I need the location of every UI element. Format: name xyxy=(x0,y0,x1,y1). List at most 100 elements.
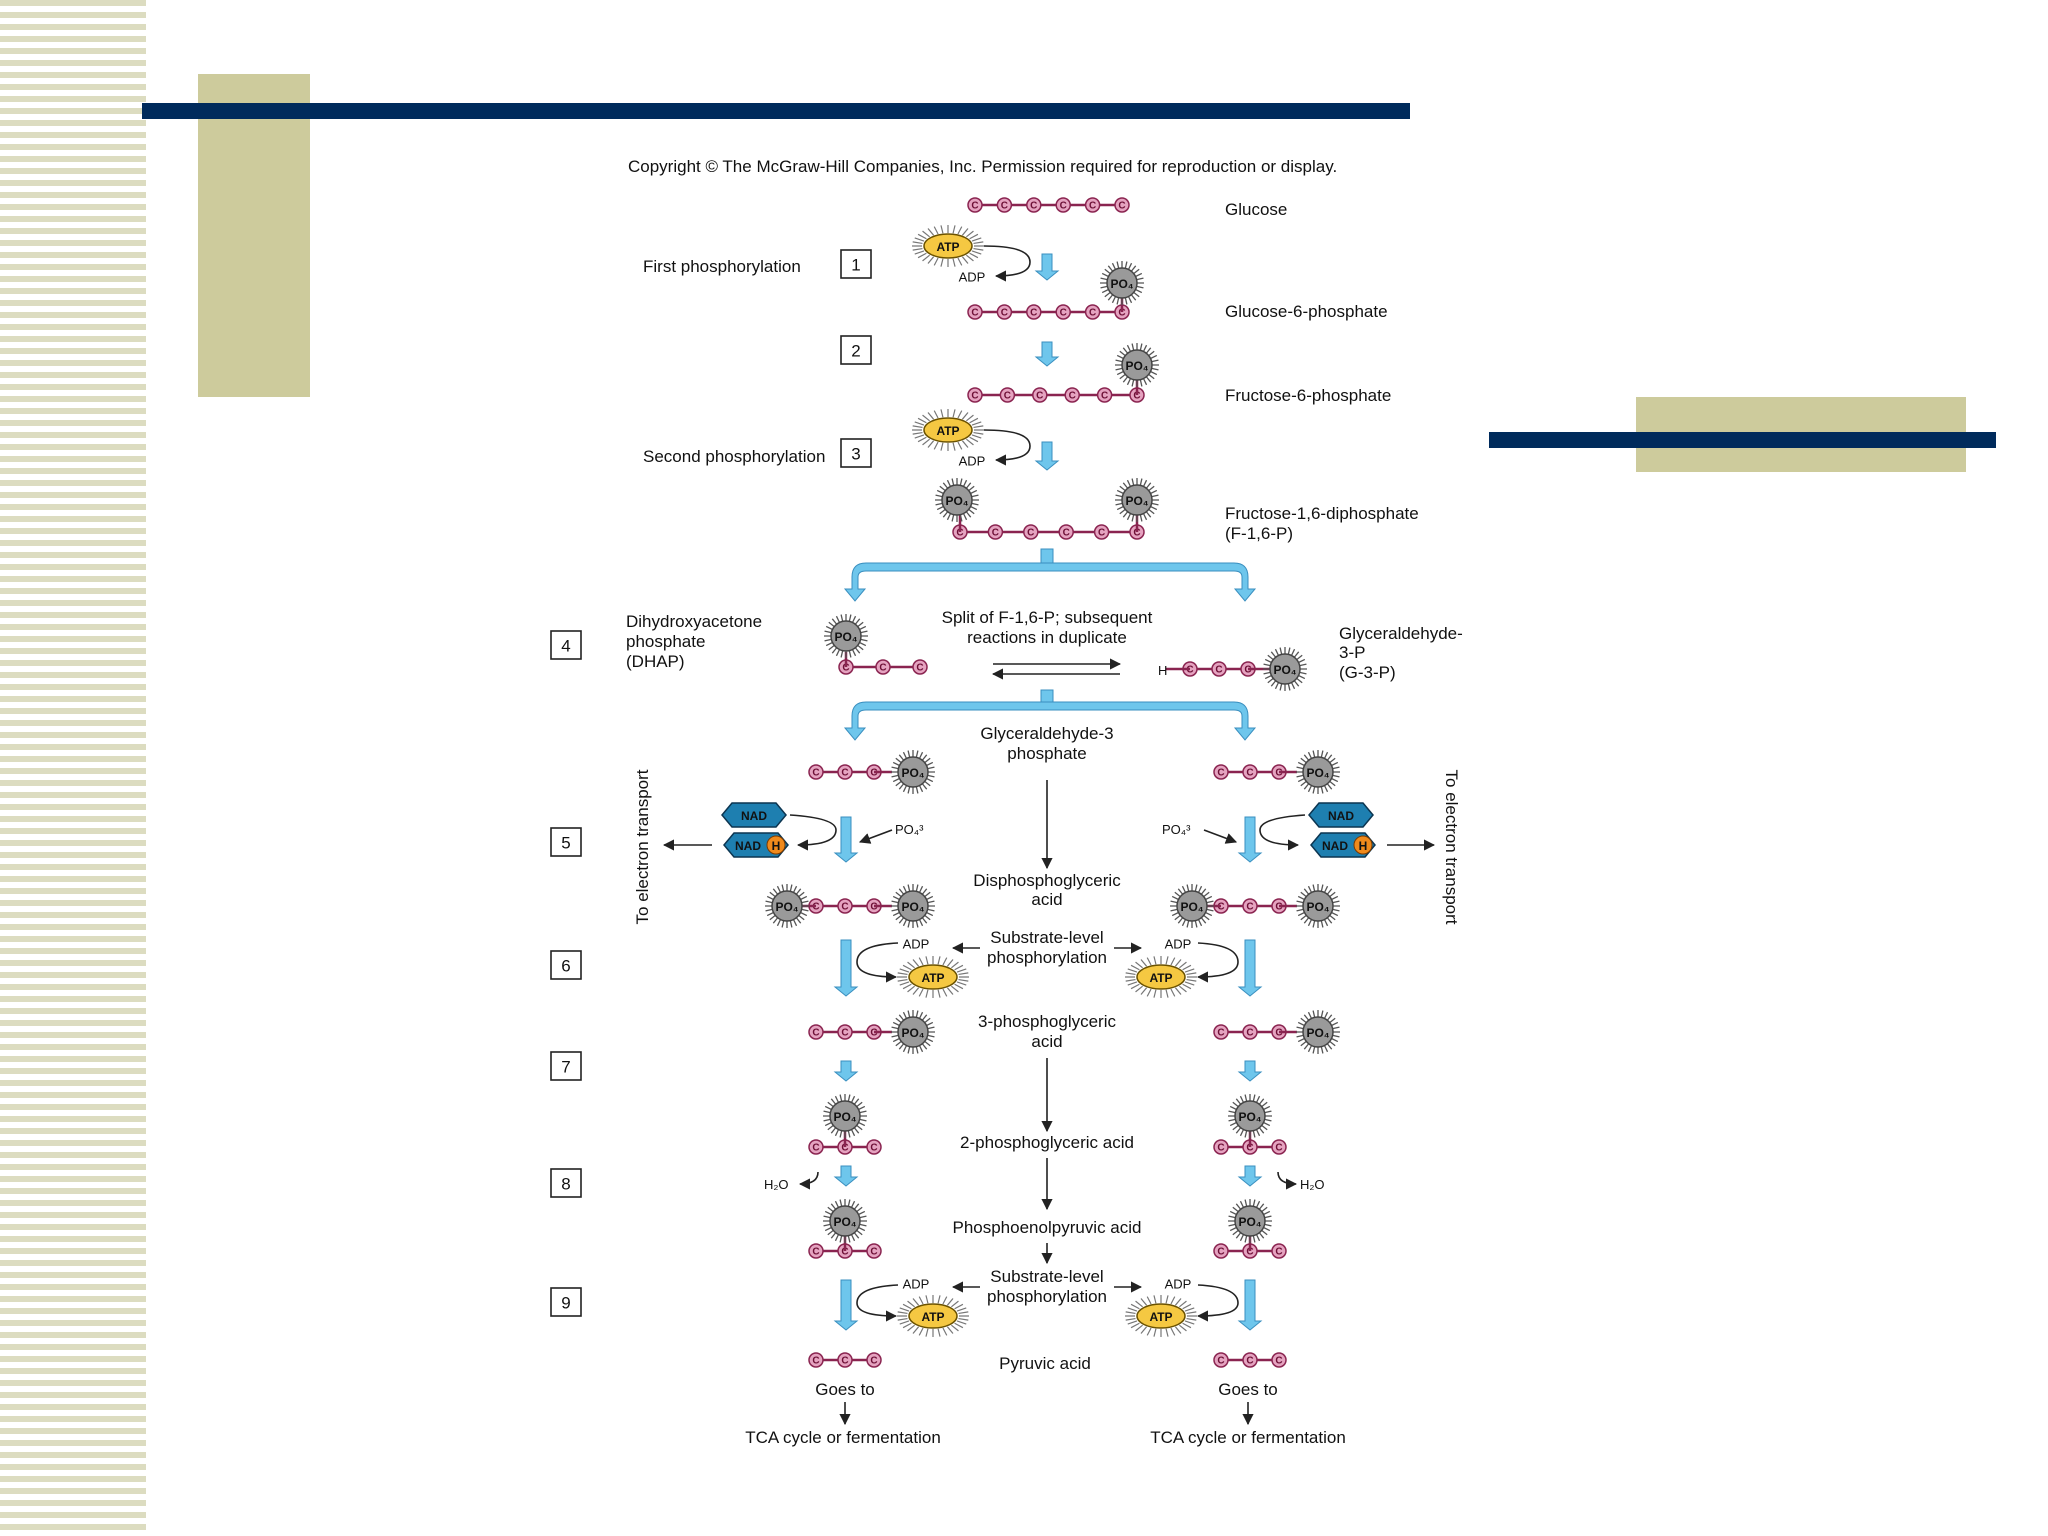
atp-label: ATP xyxy=(921,971,944,985)
label-tca-right: TCA cycle or fermentation xyxy=(1150,1428,1346,1447)
carbon-label: C xyxy=(1089,201,1096,212)
step-number: 4 xyxy=(561,637,570,656)
phosphate-badge: PO₄ xyxy=(1170,884,1214,928)
phosphate-badge: PO₄ xyxy=(891,750,935,794)
phosphate-badge: PO₄ xyxy=(1296,1010,1340,1054)
phosphate-label: PO₄ xyxy=(833,1215,856,1229)
phosphate-label: PO₄ xyxy=(901,766,924,780)
carbon-label: C xyxy=(812,1247,819,1258)
carbon-label: C xyxy=(1060,308,1067,319)
flow-arrow-step-9-right xyxy=(1237,1279,1263,1331)
carbon-atom xyxy=(1271,1243,1287,1259)
step-number: 9 xyxy=(561,1294,570,1313)
nad-right: NAD xyxy=(1308,802,1374,828)
atp-label: ATP xyxy=(1149,1310,1172,1324)
label-dhap-2: phosphate xyxy=(626,632,705,651)
carbon-label: C xyxy=(1001,201,1008,212)
phosphate-badge: PO₄ xyxy=(1100,261,1144,305)
carbon-atom xyxy=(1213,1024,1229,1040)
carbon-atom xyxy=(967,197,983,213)
carbon-label: C xyxy=(1098,528,1105,539)
copyright-text: Copyright © The McGraw-Hill Companies, I… xyxy=(628,157,1337,176)
carbon-label: C xyxy=(870,1143,877,1154)
carbon-label: C xyxy=(1275,1247,1282,1258)
chain-dpga-left: CCC xyxy=(808,898,882,914)
arrow-adp-to-atp-9-left xyxy=(856,1284,899,1322)
carbon-label: C xyxy=(971,391,978,402)
step-number: 6 xyxy=(561,957,570,976)
phosphate-label: PO₄ xyxy=(1238,1215,1261,1229)
step-number: 5 xyxy=(561,834,570,853)
carbon-atom xyxy=(1242,898,1258,914)
carbon-label: C xyxy=(1246,1356,1253,1367)
phosphate-badge: PO₄ xyxy=(1115,478,1159,522)
carbon-atom xyxy=(1084,304,1101,320)
atp-badge: ATP xyxy=(1125,956,1197,998)
chain-g3p-left: CCC xyxy=(808,764,882,780)
carbon-label: C xyxy=(1069,391,1076,402)
label-dpga-2: acid xyxy=(1031,890,1062,909)
carbon-label: C xyxy=(812,1143,819,1154)
carbon-atom xyxy=(808,764,824,780)
phosphate-label: PO₄ xyxy=(1306,900,1329,914)
chain-dpga-right: CCC xyxy=(1213,898,1287,914)
arrow-nad-to-nadh-left xyxy=(789,814,837,851)
arrow-atp-to-adp-1 xyxy=(983,245,1031,282)
phosphate-label: PO₄ xyxy=(901,900,924,914)
carbon-atom xyxy=(837,898,853,914)
phosphate-badge: PO₄ xyxy=(891,884,935,928)
phosphate-label: PO₄ xyxy=(1306,766,1329,780)
carbon-label: C xyxy=(1246,902,1253,913)
atp-badge: ATP xyxy=(912,225,984,267)
carbon-atom xyxy=(1271,1139,1287,1155)
adp-label: ADP xyxy=(959,454,986,469)
carbon-label: C xyxy=(812,768,819,779)
phosphate-label: PO₄ xyxy=(1306,1026,1329,1040)
carbon-atom xyxy=(1213,1243,1229,1259)
carbon-atom xyxy=(866,1352,882,1368)
phosphate-badge: PO₄ xyxy=(1115,343,1159,387)
phosphate-badge: PO₄ xyxy=(891,1010,935,1054)
carbon-label: C xyxy=(870,1247,877,1258)
step-box-6: 6 xyxy=(550,950,582,980)
label-to-electron-transport-left: To electron transport xyxy=(633,769,652,924)
arrow-adp-to-atp-6-right xyxy=(1196,942,1239,983)
carbon-label: C xyxy=(841,1143,848,1154)
carbon-atom xyxy=(996,304,1013,320)
carbon-atom xyxy=(1213,1352,1229,1368)
phosphate-badge: PO₄ xyxy=(1296,884,1340,928)
carbon-label: C xyxy=(1217,1143,1224,1154)
label-slp-b-1: Substrate-level xyxy=(990,1267,1103,1286)
phosphate-badge: PO₄ xyxy=(823,1199,867,1243)
label-h2o-left: H₂O xyxy=(764,1177,789,1192)
flow-arrow-step-8-right xyxy=(1237,1165,1263,1187)
carbon-atom xyxy=(808,1024,824,1040)
atp-badge: ATP xyxy=(897,1295,969,1337)
phosphate-badge: PO₄ xyxy=(823,1094,867,1138)
carbon-label: C xyxy=(841,1247,848,1258)
nad-label: NAD xyxy=(1328,809,1354,823)
carbon-label: C xyxy=(971,308,978,319)
label-h2o-right: H₂O xyxy=(1300,1177,1325,1192)
carbon-label: C xyxy=(1036,391,1043,402)
label-glucose: Glucose xyxy=(1225,200,1287,219)
carbon-atom xyxy=(967,387,983,403)
carbon-atom xyxy=(967,304,983,320)
carbon-label: C xyxy=(1030,308,1037,319)
carbon-label: C xyxy=(1001,308,1008,319)
step-box-5: 5 xyxy=(550,827,582,857)
step-box-4: 4 xyxy=(550,630,582,660)
label-2pga: 2-phosphoglyceric acid xyxy=(960,1133,1134,1152)
carbon-atom xyxy=(866,1139,882,1155)
carbon-label: C xyxy=(842,663,849,674)
carbon-label: C xyxy=(812,1356,819,1367)
atp-label: ATP xyxy=(936,424,959,438)
carbon-atom xyxy=(1093,524,1110,540)
